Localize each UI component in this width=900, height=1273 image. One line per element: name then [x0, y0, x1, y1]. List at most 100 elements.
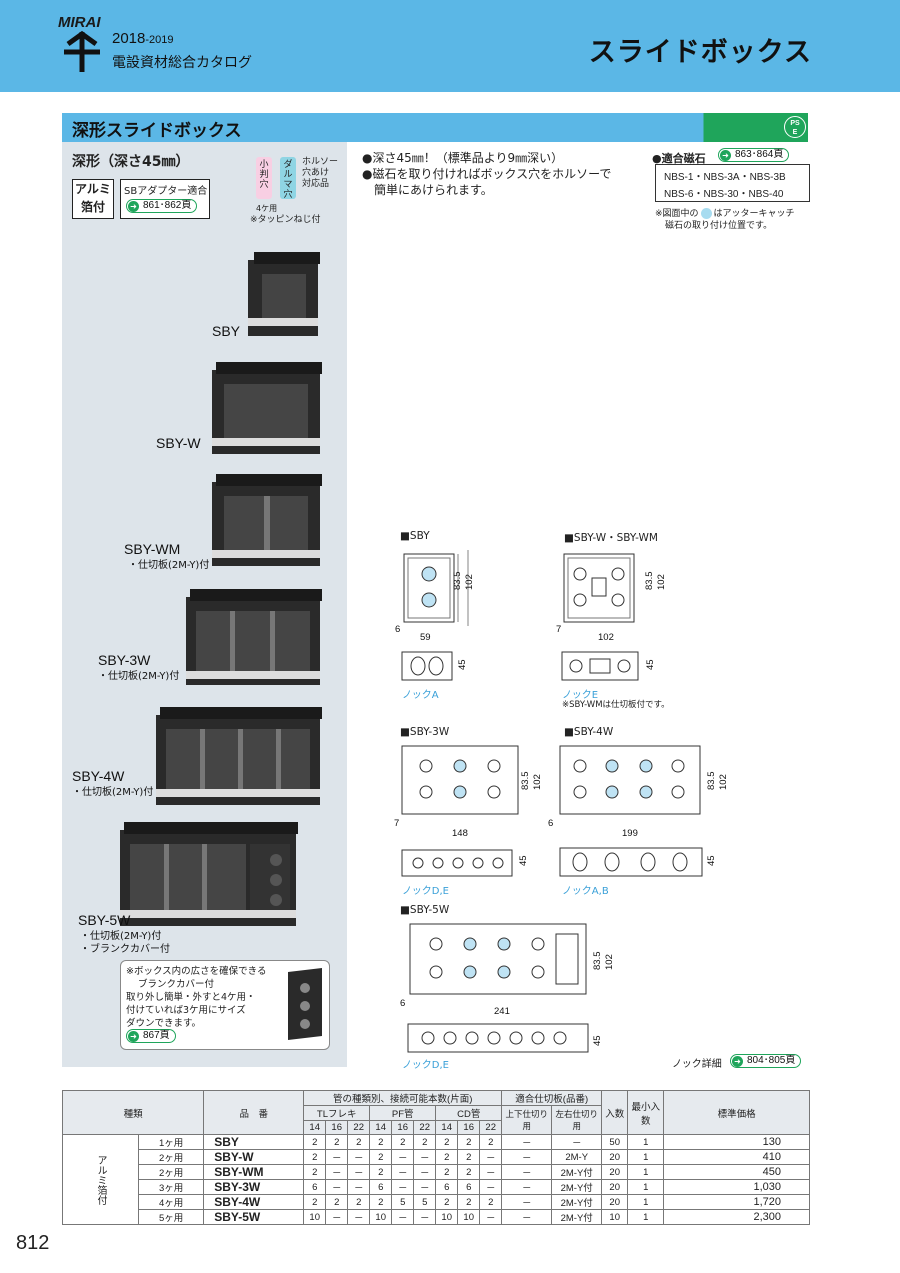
brand-logo: MIRAI	[58, 14, 101, 31]
product-name-sby-5w: SBY-5W	[78, 912, 131, 928]
cell-min: 1	[627, 1134, 665, 1150]
cell-count: 6	[457, 1179, 481, 1195]
catalog-title: 電設資材総合カタログ	[112, 55, 252, 71]
cell-count: 2	[303, 1194, 327, 1210]
cell-qty: 20	[601, 1164, 629, 1180]
cell-updown: －	[501, 1179, 553, 1195]
dim-sby3w-edge: 7	[394, 818, 400, 829]
size-header: 16	[391, 1120, 415, 1135]
size-header: 16	[457, 1120, 481, 1135]
product-name-sby: SBY	[212, 323, 241, 339]
cell-leftright: －	[551, 1134, 603, 1150]
cell-count: －	[325, 1179, 349, 1195]
product-photo-sby-w	[212, 362, 322, 454]
cell-min: 1	[627, 1164, 665, 1180]
product-photo-sby-3w	[186, 589, 322, 685]
cell-count: －	[325, 1164, 349, 1180]
diagram-title-sby-5w: ■SBY-5W	[400, 904, 450, 916]
dim-sby3w-h2: 102	[532, 774, 543, 790]
dim-sby4w-h1: 83.5	[706, 771, 717, 791]
size-header: 14	[369, 1120, 393, 1135]
cell-updown: －	[501, 1209, 553, 1225]
col-model: 品 番	[203, 1090, 305, 1135]
col-pf: PF管	[369, 1105, 437, 1121]
tag-4-gang: 4ケ用	[256, 204, 278, 213]
cell-leftright: 2M-Y付	[551, 1194, 603, 1210]
tag-dalma: ダルマ穴	[280, 157, 296, 200]
cell-updown: －	[501, 1194, 553, 1210]
product-photo-sby-5w	[120, 822, 298, 926]
cell-count: 6	[303, 1179, 327, 1195]
dim-sby5w-depth: 45	[592, 1035, 603, 1046]
cell-count: 2	[457, 1134, 481, 1150]
dim-sbyw-depth: 45	[645, 659, 656, 670]
dim-sby-h2: 102	[464, 574, 475, 590]
cell-count: 2	[325, 1194, 349, 1210]
dim-sby3w-h1: 83.5	[520, 771, 531, 791]
dim-sbyw-h1: 83.5	[644, 571, 655, 591]
cell-count: －	[479, 1164, 503, 1180]
cell-leftright: 2M-Y付	[551, 1179, 603, 1195]
diagram-sby-4w-side	[559, 847, 703, 877]
note-ref-link[interactable]: ➜867頁	[126, 1029, 176, 1043]
cell-qty: 20	[601, 1179, 629, 1195]
cell-count: 10	[435, 1209, 459, 1225]
sb-adapter-label: SBアダプター適合	[124, 186, 208, 197]
diagram-sby-4w-front	[559, 745, 701, 815]
product-sub-sby-3w: ・仕切板(2M-Y)付	[98, 671, 180, 682]
size-header: 22	[347, 1120, 371, 1135]
cell-price: 1,720	[663, 1194, 810, 1210]
cell-count: 2	[457, 1194, 481, 1210]
cell-count: 2	[303, 1149, 327, 1165]
cell-count: －	[391, 1209, 415, 1225]
cell-count: －	[413, 1209, 437, 1225]
cell-count: －	[347, 1149, 371, 1165]
sb-ref-link[interactable]: ➜861･862頁	[126, 199, 198, 213]
cell-count: －	[479, 1209, 503, 1225]
cell-min: 1	[627, 1149, 665, 1165]
product-name-sby-3w: SBY-3W	[98, 652, 151, 668]
arrow-right-icon: ➜	[720, 150, 731, 161]
cell-count: 2	[413, 1134, 437, 1150]
cell-kind: 2ヶ用	[137, 1164, 205, 1180]
magnet-line-2: NBS-6・NBS-30・NBS-40	[664, 189, 784, 200]
knock-detail-ref-link[interactable]: ➜804･805頁	[730, 1054, 802, 1068]
magnet-ref-link[interactable]: ➜863･864頁	[718, 148, 790, 162]
cell-count: 10	[303, 1209, 327, 1225]
dim-sby3w-depth: 45	[518, 855, 529, 866]
product-photo-sby-4w	[156, 707, 322, 805]
magnet-line-1: NBS-1・NBS-3A・NBS-3B	[664, 172, 786, 183]
size-header: 16	[325, 1120, 349, 1135]
dim-sby5w-h2: 102	[604, 954, 615, 970]
feature-magnet-2: 簡単にあけられます。	[374, 183, 493, 197]
knock-sbyw: ノックE	[562, 690, 599, 701]
blank-cover-note: ※ボックス内の広さを確保できる ブランクカバー付 取り外し簡単・外すと4ケ用・ …	[126, 966, 267, 1029]
cell-model: SBY-W	[203, 1149, 305, 1165]
product-photo-sby-wm	[212, 474, 322, 566]
cell-kind: 3ヶ用	[137, 1179, 205, 1195]
page-title: スライドボックス	[588, 37, 812, 68]
cell-count: －	[413, 1164, 437, 1180]
catalog-year: 2018-2019	[112, 30, 174, 47]
cell-count: 5	[391, 1194, 415, 1210]
cell-kind: 1ヶ用	[137, 1134, 205, 1150]
cell-count: 2	[479, 1194, 503, 1210]
product-name-sby-w: SBY-W	[156, 435, 201, 451]
cell-qty: 20	[601, 1194, 629, 1210]
size-header: 14	[435, 1120, 459, 1135]
col-min: 最小入数	[627, 1090, 665, 1135]
arrow-right-icon: ➜	[128, 1031, 139, 1042]
cell-count: 2	[325, 1134, 349, 1150]
product-sub-sby-wm: ・仕切板(2M-Y)付	[128, 560, 210, 571]
knock-sby5w: ノックD,E	[402, 1060, 449, 1071]
cell-count: －	[413, 1149, 437, 1165]
feature-depth: ●深さ45㎜！（標準品より9㎜深い）	[362, 151, 564, 165]
col-price: 標準価格	[663, 1090, 810, 1135]
cell-count: 2	[457, 1149, 481, 1165]
arrow-right-icon: ➜	[128, 201, 139, 212]
cell-count: 2	[347, 1134, 371, 1150]
